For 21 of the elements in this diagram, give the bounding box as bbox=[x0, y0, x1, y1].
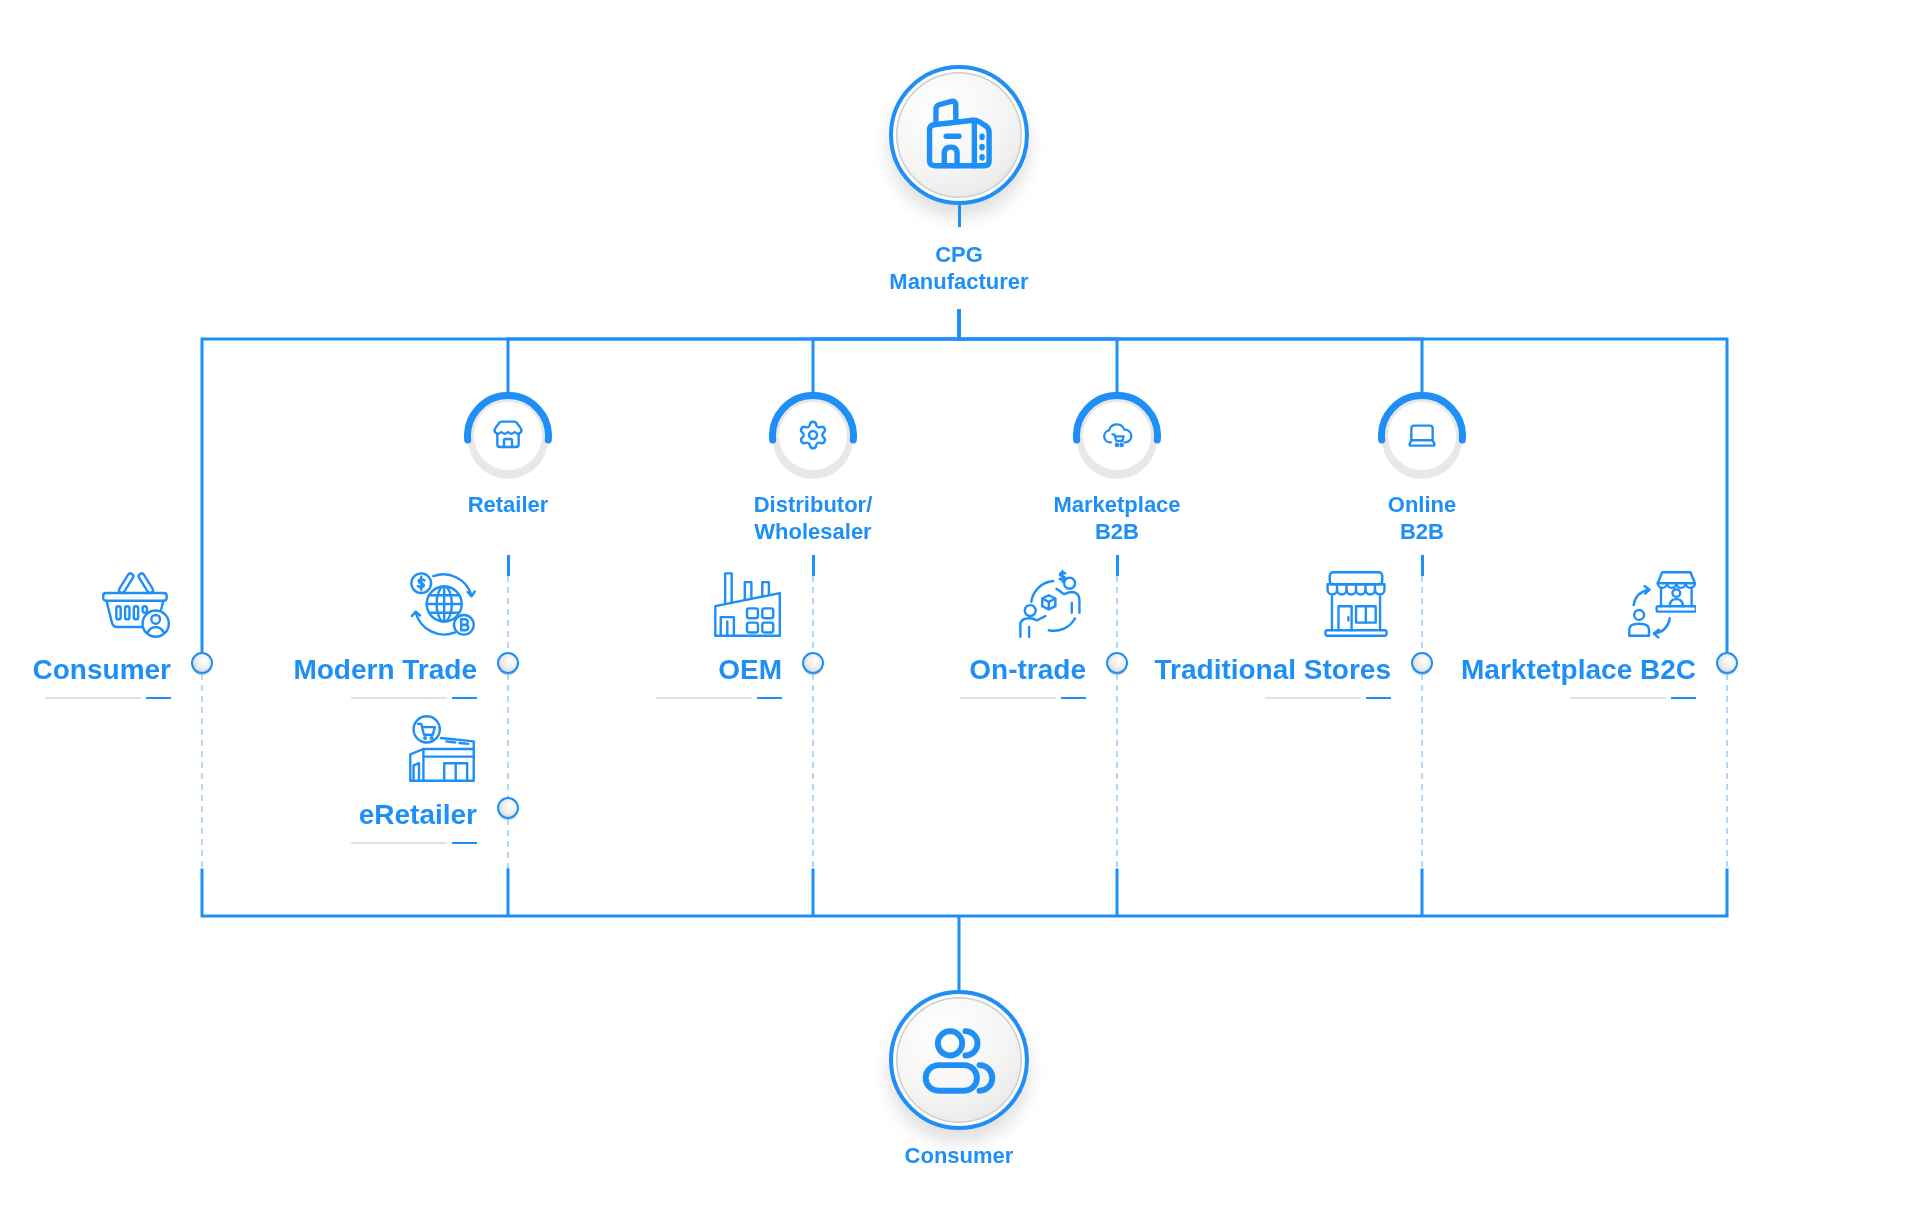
channel-title: Traditional Stores bbox=[1154, 653, 1391, 687]
channel-label: Distributor/ Wholesaler bbox=[752, 491, 874, 545]
channel-label: Marketplace B2B bbox=[1052, 491, 1182, 545]
channel-label: Retailer bbox=[467, 491, 549, 518]
channel-title: Modern Trade bbox=[293, 653, 477, 687]
dashed-connector bbox=[802, 575, 824, 677]
channel-label: Online B2B bbox=[1386, 491, 1458, 545]
drop-line bbox=[507, 818, 509, 871]
channel-title: Consumer bbox=[32, 653, 171, 687]
hub-label: CPG Manufacturer bbox=[888, 241, 1030, 295]
channel-title: OEM bbox=[718, 653, 782, 687]
bus-line bbox=[200, 868, 1729, 992]
channel-title: eRetailer bbox=[358, 798, 477, 832]
dashed-connector bbox=[497, 575, 519, 677]
hub-label: Consumer bbox=[904, 1142, 1014, 1169]
dashed-connector bbox=[1411, 575, 1433, 677]
channel-title: On-trade bbox=[969, 653, 1086, 687]
channel-title: Marktetplace B2C bbox=[1461, 653, 1696, 687]
dashed-connector bbox=[1106, 575, 1128, 677]
dashed-connector bbox=[497, 673, 519, 822]
connector-line bbox=[957, 309, 1738, 677]
